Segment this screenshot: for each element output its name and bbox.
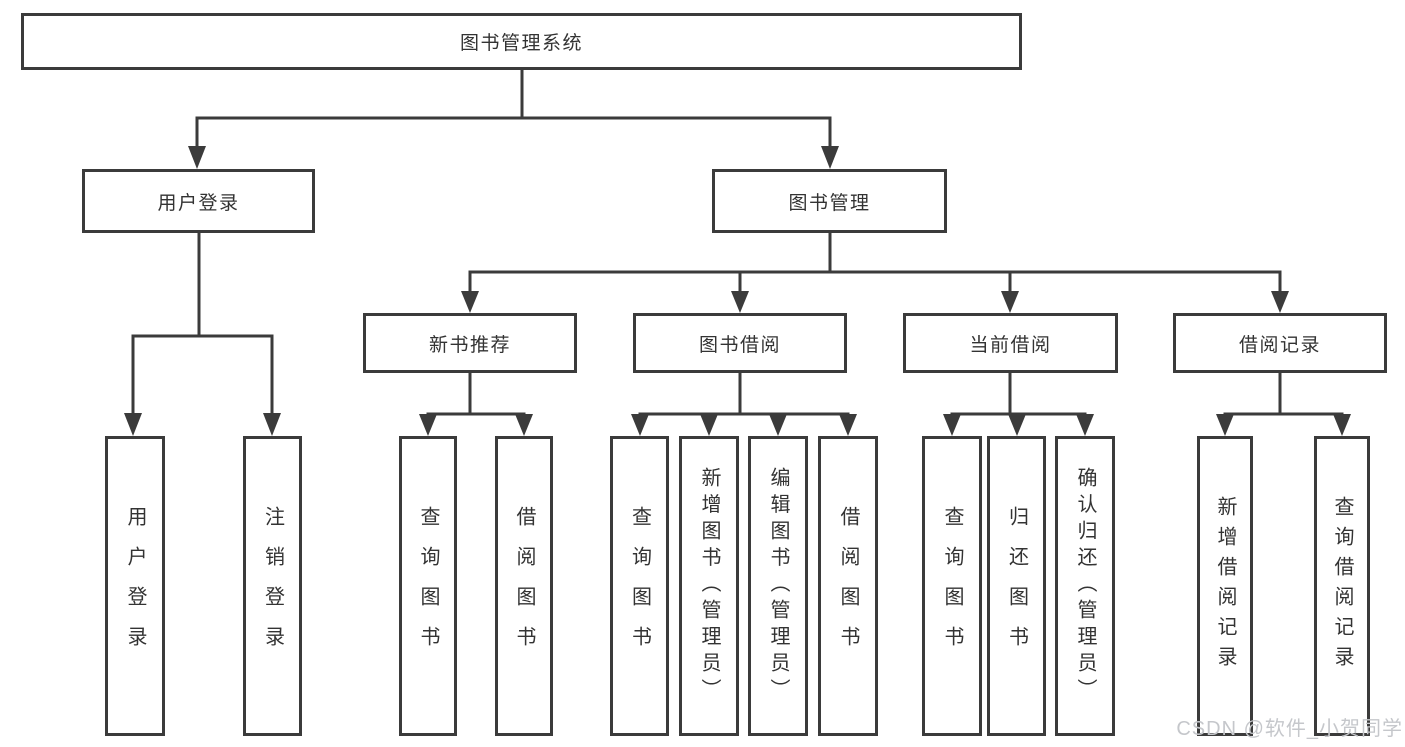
leaf-query-book-current: 查询图书 bbox=[922, 436, 982, 736]
leaf-label: 查询图书 bbox=[417, 506, 439, 666]
leaf-borrow-book-recommend: 借阅图书 bbox=[495, 436, 553, 736]
leaf-label: 新增借阅记录 bbox=[1214, 496, 1236, 676]
node-label: 借阅记录 bbox=[1238, 334, 1321, 356]
leaf-label: 借阅图书 bbox=[837, 506, 859, 666]
node-new-book-recommend: 新书推荐 bbox=[363, 313, 577, 373]
watermark: CSDN @软件_小贺同学 bbox=[1176, 718, 1403, 740]
node-label: 图书管理 bbox=[788, 192, 871, 214]
leaf-query-book-recommend: 查询图书 bbox=[399, 436, 457, 736]
leaf-label: 归还图书 bbox=[1005, 506, 1028, 666]
node-label: 新书推荐 bbox=[428, 334, 511, 356]
node-borrow-record: 借阅记录 bbox=[1173, 313, 1387, 373]
node-book-management: 图书管理 bbox=[712, 169, 947, 233]
node-root-label: 图书管理系统 bbox=[459, 33, 583, 54]
leaf-query-book-borrow: 查询图书 bbox=[610, 436, 669, 736]
leaf-label: 用户登录 bbox=[124, 506, 146, 666]
node-book-borrow: 图书借阅 bbox=[633, 313, 847, 373]
leaf-add-book-admin: 新增图书（管理员） bbox=[679, 436, 739, 736]
node-label: 图书借阅 bbox=[698, 334, 781, 356]
leaf-label: 查询借阅记录 bbox=[1331, 496, 1353, 676]
node-root: 图书管理系统 bbox=[21, 13, 1022, 70]
leaf-add-borrow-record: 新增借阅记录 bbox=[1197, 436, 1253, 736]
leaf-edit-book-admin: 编辑图书（管理员） bbox=[748, 436, 808, 736]
leaf-label: 借阅图书 bbox=[513, 506, 535, 666]
node-label: 用户登录 bbox=[157, 192, 240, 214]
leaf-label: 新增图书（管理员） bbox=[698, 467, 720, 705]
node-current-borrow: 当前借阅 bbox=[903, 313, 1118, 373]
leaf-label: 查询图书 bbox=[941, 506, 963, 666]
leaf-query-borrow-record: 查询借阅记录 bbox=[1314, 436, 1370, 736]
node-label: 当前借阅 bbox=[969, 334, 1052, 356]
leaf-label: 注销登录 bbox=[261, 506, 284, 666]
leaf-return-book: 归还图书 bbox=[987, 436, 1046, 736]
leaf-borrow-book: 借阅图书 bbox=[818, 436, 878, 736]
leaf-label: 查询图书 bbox=[628, 506, 651, 666]
leaf-user-login: 用户登录 bbox=[105, 436, 165, 736]
leaf-confirm-return-admin: 确认归还（管理员） bbox=[1055, 436, 1115, 736]
leaf-label: 编辑图书（管理员） bbox=[767, 467, 789, 705]
leaf-label: 确认归还（管理员） bbox=[1074, 467, 1096, 705]
node-user-login: 用户登录 bbox=[82, 169, 315, 233]
leaf-logout: 注销登录 bbox=[243, 436, 302, 736]
